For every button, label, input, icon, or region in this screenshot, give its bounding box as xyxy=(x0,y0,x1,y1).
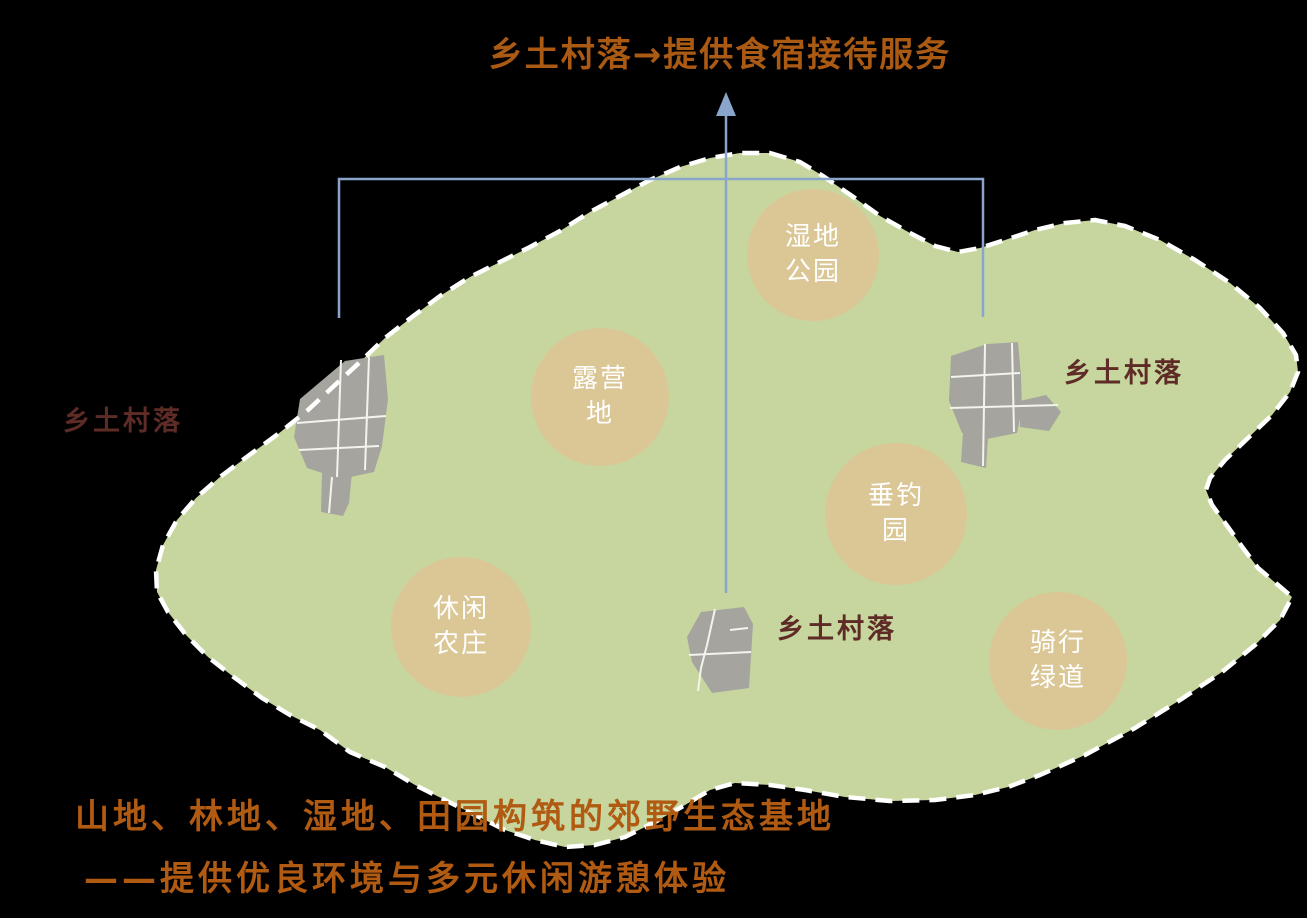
feature-label-line: 垂钓 xyxy=(867,481,924,511)
feature-campsite: 露营 地 xyxy=(531,328,669,466)
village-shape-top-right xyxy=(949,342,1061,468)
feature-label-line: 地 xyxy=(585,399,614,429)
bottom-caption-line1: 山地、林地、湿地、田园构筑的郊野生态基地 xyxy=(75,797,835,837)
village-streets xyxy=(296,356,387,514)
annotation-lines xyxy=(337,108,985,593)
village-label-bottom-center: 乡土村落 xyxy=(777,614,897,645)
top-caption: 乡土村落→提供食宿接待服务 xyxy=(488,35,952,75)
bottom-caption-line2: ——提供优良环境与多元休闲游憩体验 xyxy=(84,859,730,899)
bracket-line xyxy=(337,177,985,318)
village-shape-left xyxy=(294,355,388,516)
feature-label-line: 露营 xyxy=(571,364,628,394)
feature-label-line: 湿地 xyxy=(784,222,841,252)
feature-leisure-farm: 休闲 农庄 xyxy=(391,557,531,697)
feature-label-line: 农庄 xyxy=(432,629,489,659)
feature-label-line: 骑行 xyxy=(1029,628,1086,658)
village-streets xyxy=(949,342,1059,467)
village-shape-bottom-center xyxy=(687,607,753,693)
feature-label-line: 休闲 xyxy=(432,594,489,624)
feature-wetland-park: 湿地 公园 xyxy=(747,189,879,321)
feature-label-line: 园 xyxy=(881,516,910,546)
village-streets xyxy=(688,608,752,692)
village-label-left: 乡土村落 xyxy=(63,406,183,437)
feature-cycling-greenway: 骑行 绿道 xyxy=(989,592,1127,730)
base-dashed-border xyxy=(153,150,1301,850)
arrow-head-icon xyxy=(716,92,736,116)
feature-fishing-park: 垂钓 园 xyxy=(825,443,967,585)
feature-label-line: 绿道 xyxy=(1029,663,1086,693)
feature-label-line: 公园 xyxy=(784,257,841,287)
village-label-top-right: 乡土村落 xyxy=(1064,358,1184,389)
